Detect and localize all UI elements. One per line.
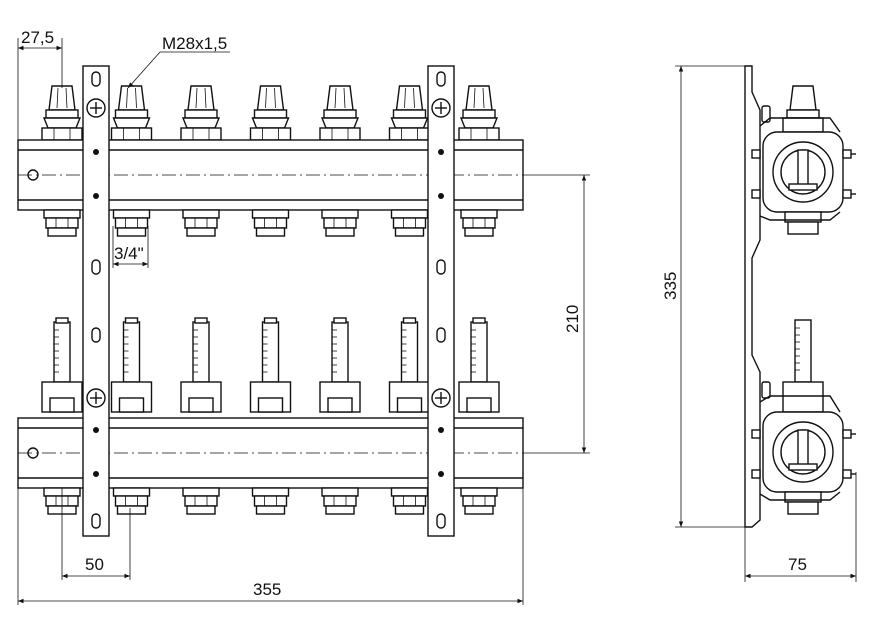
valve-knob	[319, 85, 361, 141]
mounting-bracket	[82, 65, 110, 537]
outlet-nut	[321, 209, 359, 237]
front-view	[17, 65, 524, 537]
flow-meter	[180, 317, 222, 413]
valve-knob	[41, 85, 83, 141]
outlet-nut	[390, 487, 429, 515]
dim-overall-width: 355	[253, 580, 281, 599]
outlet-nut	[43, 209, 81, 237]
outlet-nut	[460, 487, 498, 515]
outlet-nut	[460, 209, 498, 237]
dimension-lines: 27,5 M28x1,5 3/4" 50 355 210 335 75	[17, 28, 857, 605]
dim-connection: 3/4"	[114, 244, 144, 263]
valve-knob	[249, 85, 292, 141]
dim-height-between: 210	[563, 305, 582, 333]
flow-meter	[319, 317, 361, 413]
valve-knob	[110, 85, 153, 141]
supply-outlet-row	[43, 209, 498, 237]
valve-knob	[388, 85, 431, 141]
dim-thread: M28x1,5	[162, 34, 227, 53]
flow-meter	[249, 317, 292, 413]
flow-meter	[41, 317, 83, 413]
mounting-bracket	[427, 65, 455, 537]
valve-knob-row	[41, 85, 500, 141]
outlet-nut	[112, 209, 151, 237]
flow-meter	[110, 317, 153, 413]
valve-knob	[458, 85, 500, 141]
outlet-nut	[321, 487, 359, 515]
outlet-nut	[182, 487, 220, 515]
dim-depth: 75	[788, 555, 807, 574]
outlet-nut	[112, 487, 151, 515]
outlet-nut	[182, 209, 220, 237]
flow-meter	[388, 317, 431, 413]
side-view	[744, 65, 856, 528]
dim-total-height: 335	[661, 272, 680, 300]
flow-meter-row	[41, 317, 500, 413]
flow-meter	[458, 317, 500, 413]
dim-pitch: 50	[85, 555, 104, 574]
mounting-bracket-pair	[82, 65, 455, 537]
side-valve-bottom	[751, 319, 856, 515]
valve-knob	[180, 85, 222, 141]
outlet-nut	[390, 209, 429, 237]
outlet-nut	[251, 209, 290, 237]
dim-outlet-offset: 27,5	[21, 28, 54, 47]
outlet-nut	[251, 487, 290, 515]
side-valve-top	[751, 85, 856, 235]
